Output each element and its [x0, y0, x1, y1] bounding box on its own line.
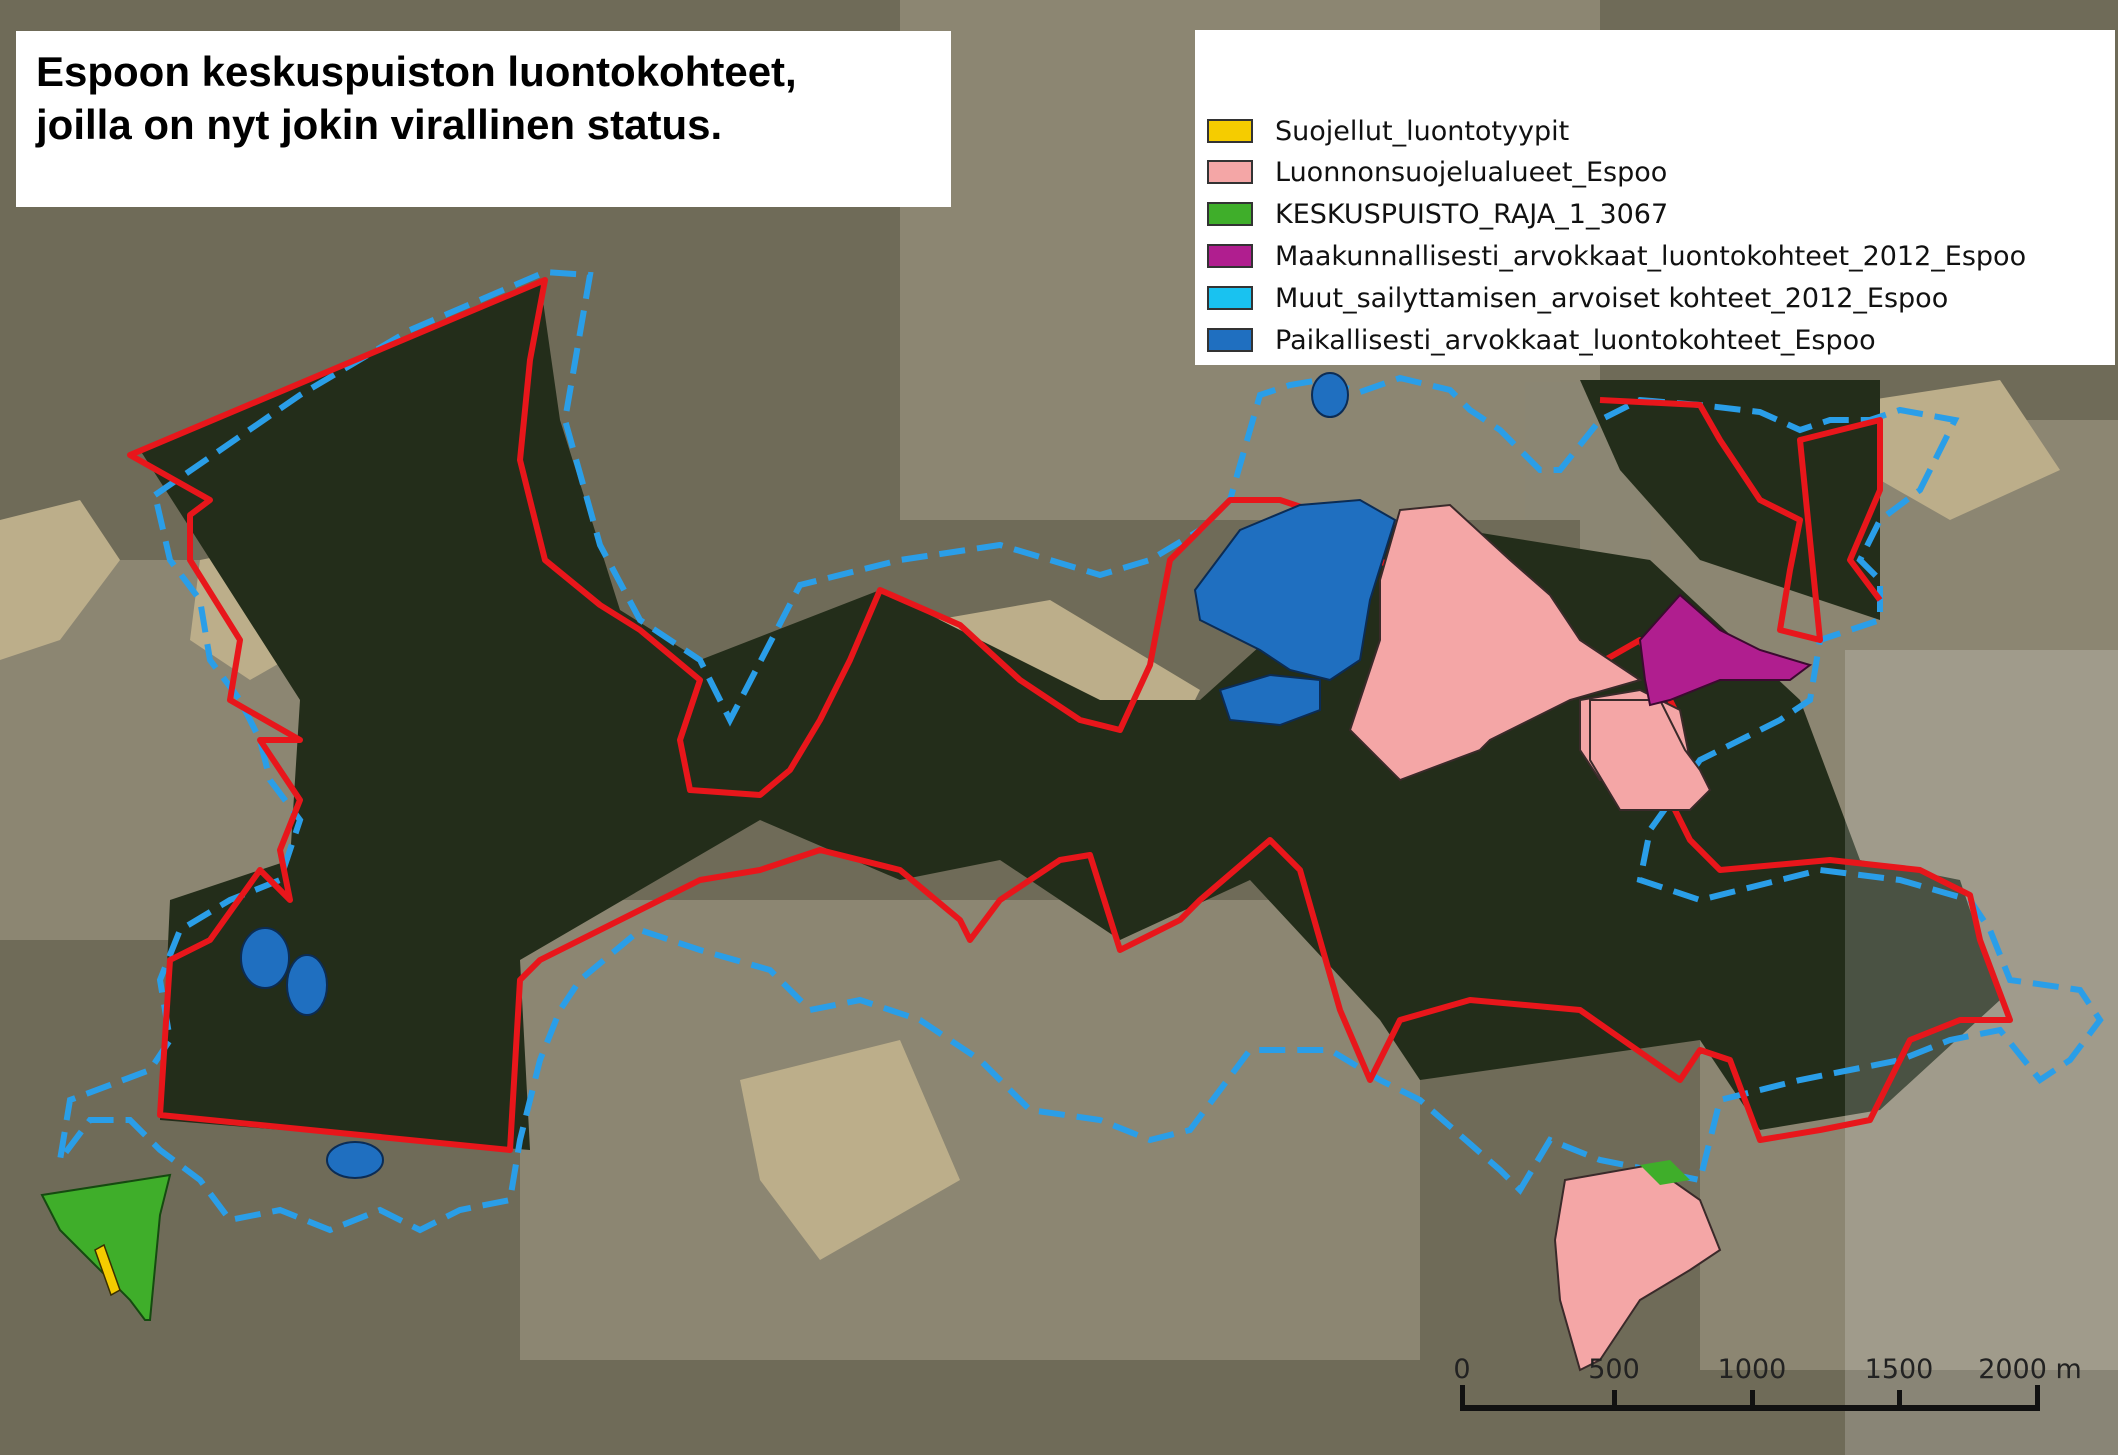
park-border-area-green-east — [1640, 1160, 1690, 1185]
protected-habitat — [94, 1243, 121, 1297]
legend-swatch — [1207, 119, 1253, 143]
legend-swatch — [1207, 328, 1253, 352]
map-legend: Suojellut_luontotyypit Luonnonsuojelualu… — [1195, 30, 2115, 365]
legend-swatch — [1207, 244, 1253, 268]
local-nature-sites — [240, 372, 1397, 1179]
legend-swatch — [1207, 286, 1253, 310]
park-border-area-green — [40, 1173, 172, 1321]
legend-swatch — [1207, 202, 1253, 226]
scale-label-1500: 1500 — [1865, 1354, 1934, 1385]
legend-label: KESKUSPUISTO_RAJA_1_3067 — [1275, 198, 1669, 230]
legend-label: Muut_sailyttamisen_arvoiset kohteet_2012… — [1275, 282, 1949, 314]
map-title-box: Espoon keskuspuiston luontokohteet, joil… — [16, 31, 951, 207]
park-boundary-northeast — [1599, 397, 1883, 643]
map-title-line-2: joilla on nyt jokin virallinen status. — [36, 101, 723, 148]
scale-label-500: 500 — [1588, 1354, 1640, 1385]
legend-item-nature-reserves: Luonnonsuojelualueet_Espoo — [1207, 151, 1667, 193]
map-title-line-1: Espoon keskuspuiston luontokohteet, — [36, 48, 797, 95]
nature-reserves — [1348, 503, 1722, 1372]
regional-valuable-site — [1638, 593, 1813, 707]
legend-item-other-preservable: Muut_sailyttamisen_arvoiset kohteet_2012… — [1207, 277, 1948, 319]
scale-bar: 0 500 1000 1500 2000 m — [1453, 1354, 2082, 1411]
scale-label-0: 0 — [1453, 1354, 1470, 1385]
legend-item-park-border: KESKUSPUISTO_RAJA_1_3067 — [1207, 193, 1668, 235]
legend-label: Paikallisesti_arvokkaat_luontokohteet_Es… — [1275, 324, 1876, 356]
legend-item-regional-valuable: Maakunnallisesti_arvokkaat_luontokohteet… — [1207, 235, 2026, 277]
legend-item-local-valuable: Paikallisesti_arvokkaat_luontokohteet_Es… — [1207, 319, 1876, 361]
park-boundary — [127, 277, 2013, 1153]
legend-item-protected-habitats: Suojellut_luontotyypit — [1207, 110, 1569, 152]
dashed-boundary — [57, 268, 2104, 1234]
legend-swatch — [1207, 160, 1253, 184]
scale-label-1000: 1000 — [1718, 1354, 1787, 1385]
legend-label: Suojellut_luontotyypit — [1275, 115, 1570, 147]
legend-label: Maakunnallisesti_arvokkaat_luontokohteet… — [1275, 240, 2027, 272]
legend-label: Luonnonsuojelualueet_Espoo — [1275, 156, 1668, 188]
scale-label-2000: 2000 m — [1978, 1354, 2082, 1385]
